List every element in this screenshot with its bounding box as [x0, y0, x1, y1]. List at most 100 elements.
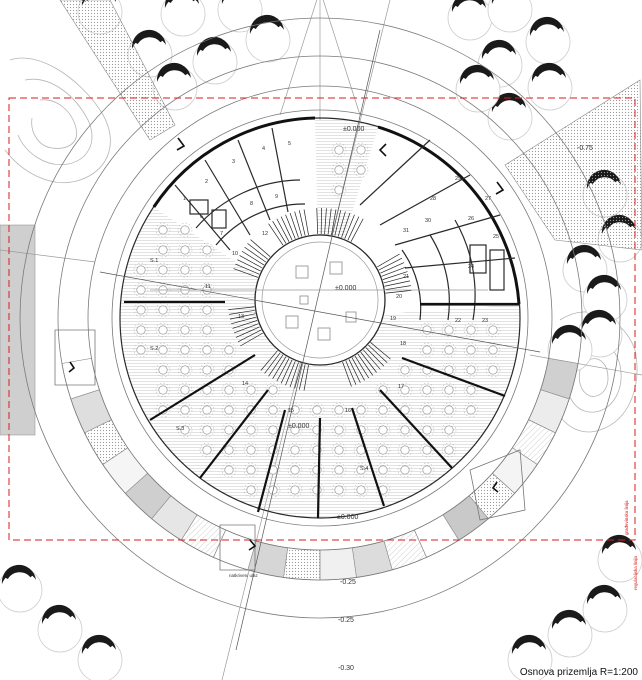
stair-tread: [303, 364, 309, 391]
stair-tread: [344, 214, 355, 239]
stair-tread: [345, 360, 357, 385]
level-lower-1: -0.25: [340, 579, 356, 586]
stair-tread: [232, 320, 258, 329]
table: [243, 482, 259, 498]
left-service-rooms: [174, 127, 306, 251]
table: [287, 462, 303, 478]
table: [199, 242, 215, 258]
stair-tread: [327, 208, 332, 235]
table: [177, 422, 193, 438]
table: [243, 382, 259, 398]
table: [199, 382, 215, 398]
room-label: 31: [403, 228, 409, 234]
entrance-label: natkriveni ulaz: [229, 573, 259, 578]
outer-paving-ring: [61, 357, 579, 581]
table: [133, 282, 149, 298]
stair-tread: [229, 309, 255, 315]
entrance-markers: [54, 329, 526, 571]
stair-tread: [350, 218, 364, 242]
table: [353, 402, 369, 418]
building-axes: [99, 29, 541, 651]
table: [419, 402, 435, 418]
table: [419, 382, 435, 398]
regulation-line-label: regulacijska linija: [633, 555, 638, 590]
stair-tread: [337, 211, 346, 237]
stair-tread: [363, 349, 381, 370]
stair-tread: [247, 243, 269, 260]
table: [331, 482, 347, 498]
table: [331, 422, 347, 438]
room-label: 12: [262, 231, 268, 237]
stair-tread: [244, 246, 267, 263]
stair-tread: [239, 255, 263, 269]
table: [199, 422, 215, 438]
table: [287, 482, 303, 498]
zone-label: S.4: [360, 466, 368, 472]
table: [155, 322, 171, 338]
stair-tread: [342, 361, 352, 387]
table: [463, 362, 479, 378]
table: [463, 382, 479, 398]
stair-tread: [303, 209, 309, 236]
stair-tread: [272, 356, 287, 380]
table: [177, 402, 193, 418]
tree: [487, 0, 533, 33]
stair-tread: [360, 351, 377, 373]
stair-tread: [268, 354, 284, 377]
table: [133, 262, 149, 278]
room-label: 20: [396, 294, 402, 300]
stair-tread: [280, 216, 293, 241]
table: [155, 302, 171, 318]
stair-tread: [381, 266, 407, 277]
table: [243, 462, 259, 478]
table: [485, 322, 501, 338]
table: [177, 322, 193, 338]
table: [309, 402, 325, 418]
tree: [525, 16, 571, 65]
table: [221, 462, 237, 478]
room-label: 29: [455, 176, 461, 182]
stair-tread: [231, 316, 257, 325]
room-label: 30: [425, 218, 431, 224]
table: [221, 342, 237, 358]
table: [441, 362, 457, 378]
table: [397, 382, 413, 398]
tree: [217, 0, 263, 33]
stair-tread: [348, 359, 361, 383]
room-label: 27: [485, 196, 491, 202]
table: [199, 322, 215, 338]
room-label: 15: [288, 408, 294, 414]
room-label: 13: [238, 314, 244, 320]
table: [441, 442, 457, 458]
stair-tread: [351, 357, 365, 381]
room-label: 8: [250, 201, 253, 207]
table: [485, 362, 501, 378]
stair-tread: [334, 210, 342, 236]
table: [331, 182, 347, 198]
stair-tread: [365, 347, 385, 367]
tree: [37, 604, 83, 653]
stair-tread: [294, 211, 303, 237]
stair-tread: [235, 326, 260, 338]
stair-tread: [382, 271, 408, 280]
site-rings: [19, 17, 621, 619]
room-label: 11: [205, 284, 211, 290]
table: [331, 162, 347, 178]
stair-tread: [233, 323, 259, 334]
room-label: 17: [398, 384, 404, 390]
table: [265, 382, 281, 398]
table: [485, 342, 501, 358]
table: [155, 242, 171, 258]
tree: [507, 634, 553, 680]
table: [199, 362, 215, 378]
table: [287, 442, 303, 458]
room-label: 28: [430, 196, 436, 202]
table: [419, 422, 435, 438]
room-label: 5: [288, 141, 291, 147]
table: [375, 422, 391, 438]
stair-tread: [280, 359, 293, 384]
table: [177, 242, 193, 258]
tree: [245, 14, 291, 63]
